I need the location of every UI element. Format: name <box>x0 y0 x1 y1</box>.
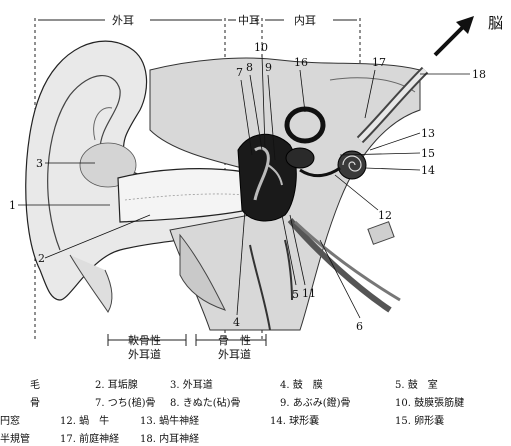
legend-item: 5. 鼓 室 <box>395 376 438 391</box>
legend-item: 12. 蝸 牛 <box>60 412 109 427</box>
outer-ear-label: 外耳 <box>112 14 134 27</box>
callout-12: 12 <box>378 209 392 222</box>
legend-item: 毛 <box>30 376 40 391</box>
inner-ear-label: 内耳 <box>294 13 316 27</box>
cartilaginous-canal-label-line2: 外耳道 <box>128 347 161 361</box>
cartilaginous-canal-label-line1: 軟骨性 <box>128 333 161 347</box>
callout-1: 1 <box>9 199 16 212</box>
legend-item: 3. 外耳道 <box>170 376 213 391</box>
legend-item: 半規管 <box>0 430 30 445</box>
legend-item: 円窓 <box>0 412 20 427</box>
callout-14: 14 <box>421 164 435 177</box>
legend: 毛 2. 耳垢腺 3. 外耳道 4. 鼓 膜 5. 鼓 室 骨 7. つち(槌)… <box>0 370 511 446</box>
legend-item: 14. 球形嚢 <box>270 412 319 427</box>
legend-item: 17. 前庭神経 <box>60 430 119 445</box>
callout-9: 9 <box>265 61 272 74</box>
legend-item: 10. 鼓膜張筋腱 <box>395 394 464 409</box>
ear-illustration: 外耳 中耳 内耳 脳 <box>0 0 511 370</box>
callout-7: 7 <box>236 66 243 79</box>
callout-5: 5 <box>292 288 299 301</box>
legend-item: 4. 鼓 膜 <box>280 376 323 391</box>
legend-item: 骨 <box>30 394 40 409</box>
callout-4: 4 <box>233 316 240 329</box>
legend-item: 7. つち(槌)骨 <box>95 394 156 409</box>
callout-10: 10 <box>254 41 268 54</box>
callout-15: 15 <box>421 147 435 160</box>
brain-arrow-icon <box>435 16 474 55</box>
bony-canal-label-line2: 外耳道 <box>218 347 251 361</box>
legend-item: 15. 卵形嚢 <box>395 412 444 427</box>
callout-6: 6 <box>356 320 363 333</box>
callout-8: 8 <box>246 61 253 74</box>
callout-18: 18 <box>472 68 486 81</box>
callout-3: 3 <box>36 157 43 170</box>
legend-item: 2. 耳垢腺 <box>95 376 138 391</box>
legend-item: 8. きぬた(砧)骨 <box>170 394 241 409</box>
callout-16: 16 <box>294 56 308 69</box>
legend-item: 9. あぶみ(鐙)骨 <box>280 394 351 409</box>
middle-ear-cavity <box>238 134 296 221</box>
callout-2: 2 <box>38 252 45 265</box>
legend-item: 13. 蝸牛神経 <box>140 412 199 427</box>
legend-item: 18. 内耳神経 <box>140 430 199 445</box>
callout-13: 13 <box>421 127 435 140</box>
bony-canal-label-line1: 骨 性 <box>218 333 251 347</box>
middle-ear-label: 中耳 <box>238 14 260 27</box>
callout-17: 17 <box>372 56 386 69</box>
callout-11: 11 <box>302 287 316 300</box>
brain-label: 脳 <box>488 14 503 32</box>
